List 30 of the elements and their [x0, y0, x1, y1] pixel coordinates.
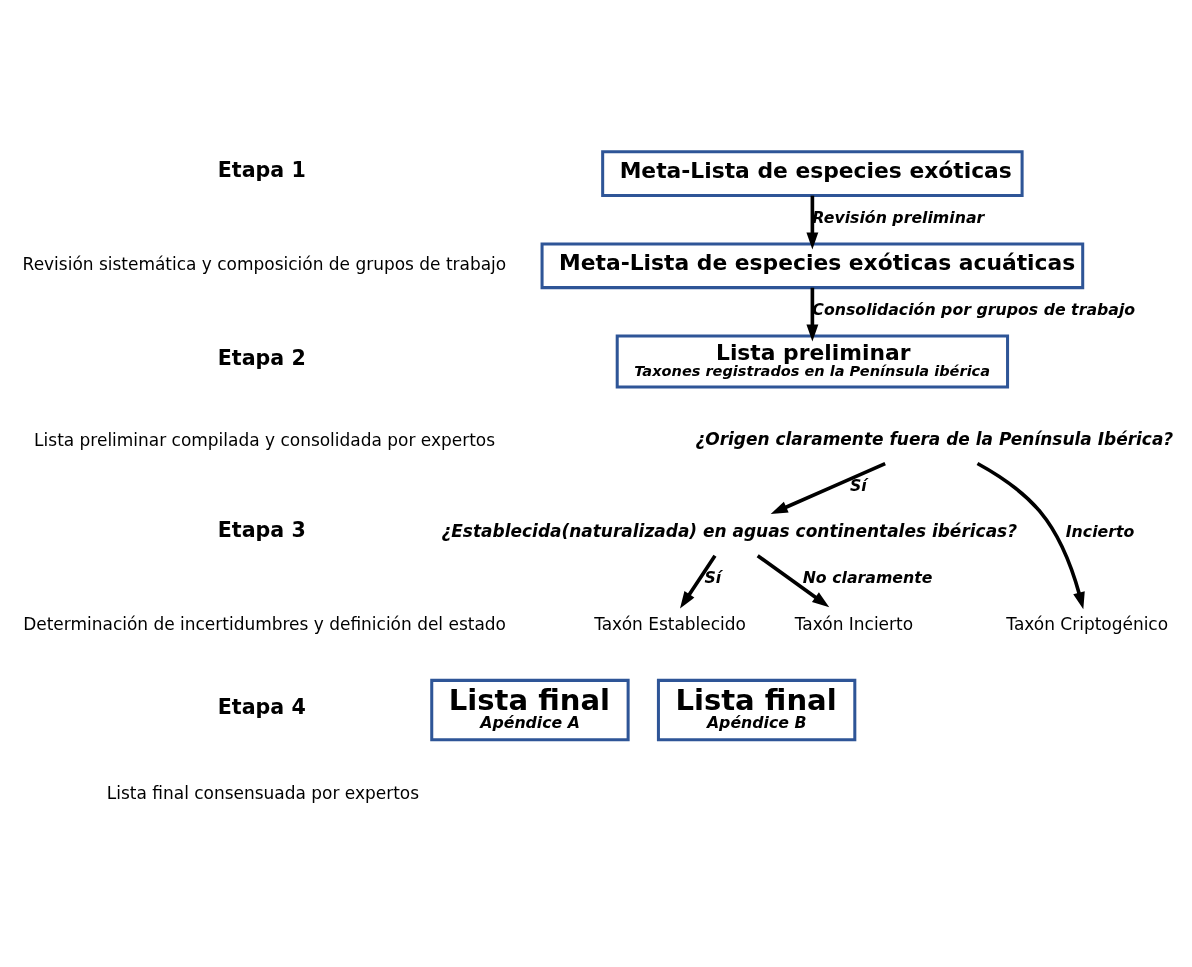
edge-label: Sí	[849, 475, 867, 495]
node-box: Lista final Apéndice A	[430, 678, 630, 741]
node-box: Meta-Lista de especies exóticas	[601, 149, 1024, 197]
arrow	[976, 461, 1085, 609]
label: Etapa 4	[217, 694, 306, 719]
arrow	[806, 287, 819, 342]
edge-label: Consolidación por grupos de trabajo	[812, 299, 1136, 319]
node-box: Lista preliminar Taxones registrados en la Península ibérica	[615, 334, 1010, 389]
label: Revisión sistemática y composición de grupos de trabajo	[22, 253, 507, 274]
edge-label: No claramente	[802, 567, 933, 587]
arrow	[680, 554, 717, 609]
node-box: Meta-Lista de especies exóticas acuáticas	[540, 241, 1085, 289]
node-text: ¿Establecida(naturalizada) en aguas continentales ibéricas?	[441, 520, 1018, 541]
node-text: Taxón Criptogénico	[1006, 613, 1169, 634]
label: Lista final consensuada por expertos	[106, 782, 420, 803]
node-text: Taxón Incierto	[794, 613, 914, 634]
edge-label: Sí	[704, 567, 722, 587]
arrow	[770, 461, 886, 514]
node-text: Taxón Establecido	[594, 613, 746, 634]
label: Lista preliminar compilada y consolidada por expertos	[34, 429, 496, 450]
arrow	[756, 553, 830, 607]
edge-label: Revisión preliminar	[812, 207, 985, 227]
node-box: Lista final Apéndice B	[656, 678, 857, 741]
node-text: ¿Origen claramente fuera de la Península Ibérica?	[695, 428, 1174, 449]
label: Etapa 2	[217, 345, 306, 370]
label: Etapa 1	[217, 157, 306, 182]
label: Determinación de incertidumbres y definición del estado	[23, 613, 506, 634]
label: Etapa 3	[217, 517, 306, 542]
edge-label: Incierto	[1065, 521, 1135, 541]
arrow	[806, 195, 819, 249]
